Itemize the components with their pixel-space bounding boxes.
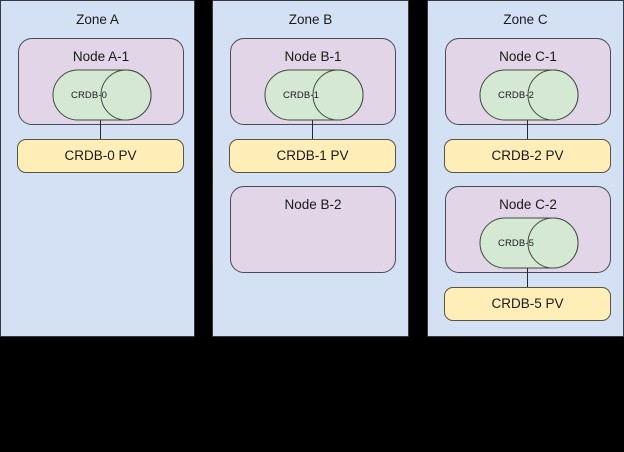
node-title-c-2: Node C-2 — [499, 197, 557, 212]
node-c-2[interactable]: Node C-2 CRDB-5 — [445, 186, 611, 273]
connector-node-a-1-to-pv — [100, 120, 101, 140]
node-title-a-1: Node A-1 — [72, 49, 130, 64]
zone-panel-a[interactable]: Zone A Node A-1 CRDB-0 CRDB-0 PV — [0, 0, 195, 337]
node-a-1[interactable]: Node A-1 CRDB-0 — [18, 38, 184, 125]
node-b-2[interactable]: Node B-2 — [230, 186, 396, 273]
connector-node-b-1-to-pv — [312, 120, 313, 140]
pv-label-crdb-1-pv: CRDB-1 PV — [276, 148, 349, 163]
zone-title-c: Zone C — [503, 12, 548, 27]
node-title-b-2: Node B-2 — [284, 197, 342, 212]
pv-crdb-0-pv[interactable]: CRDB-0 PV — [17, 139, 184, 173]
crdb-pod-crdb-5[interactable]: CRDB-5 — [479, 217, 579, 269]
zone-panel-c[interactable]: Zone C Node C-1 CRDB-2 CRDB-2 PV Node C-… — [427, 0, 624, 337]
pv-label-crdb-5-pv: CRDB-5 PV — [491, 296, 564, 311]
pv-crdb-2-pv[interactable]: CRDB-2 PV — [444, 139, 611, 173]
pv-crdb-1-pv[interactable]: CRDB-1 PV — [229, 139, 396, 173]
crdb-pod-crdb-1[interactable]: CRDB-1 — [264, 69, 364, 121]
pv-label-crdb-2-pv: CRDB-2 PV — [491, 148, 564, 163]
connector-node-c-2-to-pv — [527, 268, 528, 288]
crdb-pod-crdb-0[interactable]: CRDB-0 — [52, 69, 152, 121]
connector-node-c-1-to-pv — [527, 120, 528, 140]
pv-label-crdb-0-pv: CRDB-0 PV — [64, 148, 137, 163]
zone-title-a: Zone A — [76, 12, 119, 27]
node-c-1[interactable]: Node C-1 CRDB-2 — [445, 38, 611, 125]
zone-title-b: Zone B — [288, 12, 333, 27]
node-title-c-1: Node C-1 — [499, 49, 557, 64]
node-b-1[interactable]: Node B-1 CRDB-1 — [230, 38, 396, 125]
zone-panel-b[interactable]: Zone B Node B-1 CRDB-1 CRDB-1 PV Node B-… — [212, 0, 409, 337]
node-title-b-1: Node B-1 — [284, 49, 342, 64]
pv-crdb-5-pv[interactable]: CRDB-5 PV — [444, 287, 611, 321]
crdb-pod-crdb-2[interactable]: CRDB-2 — [479, 69, 579, 121]
